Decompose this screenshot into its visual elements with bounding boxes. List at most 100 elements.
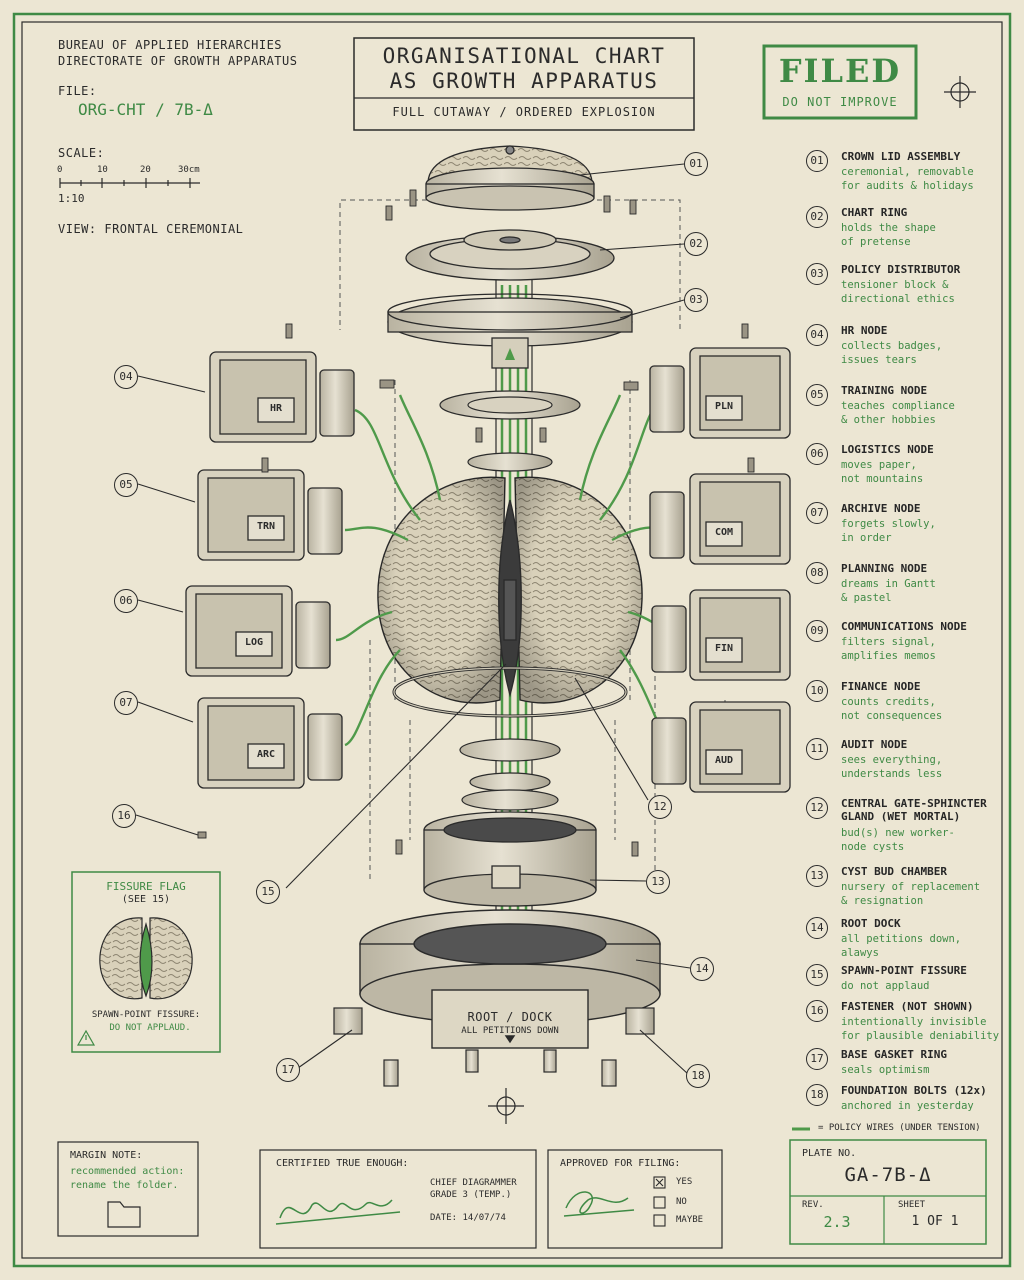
approval-checkboxes	[653, 1176, 666, 1227]
crosshair-top-right-icon	[944, 76, 976, 108]
legend-description: intentionally invisible for plausible de…	[841, 1016, 1000, 1042]
legend-description: anchored in yesterday	[841, 1100, 974, 1112]
legend-number: 16	[806, 1000, 828, 1022]
chart-ring	[405, 229, 615, 281]
view-label: VIEW: FRONTAL CEREMONIAL	[58, 222, 244, 236]
legend-number: 15	[806, 964, 828, 986]
legend-description: ceremonial, removable for audits & holid…	[841, 166, 974, 192]
callout-07: 07	[114, 691, 138, 715]
legend-title: TRAINING NODE	[841, 384, 928, 397]
callout-18: 18	[686, 1064, 710, 1088]
legend-number: 10	[806, 680, 828, 702]
legend-description: seals optimism	[841, 1064, 930, 1076]
legend-number: 11	[806, 738, 828, 760]
legend-title: FOUNDATION BOLTS (12x)	[841, 1084, 987, 1097]
legend-title: BASE GASKET RING	[841, 1048, 947, 1061]
dock-label: ROOT / DOCK	[467, 1010, 553, 1024]
left-node-cabinets	[185, 351, 355, 789]
legend-title: COMMUNICATIONS NODE	[841, 620, 967, 633]
legend-description: nursery of replacement & resignation	[841, 881, 981, 907]
legend-number: 02	[806, 206, 828, 228]
legend-title: PLANNING NODE	[841, 562, 928, 575]
shaft-rings	[439, 390, 581, 811]
fissure-inset-warning: DO NOT APPLAUD.	[109, 1023, 191, 1033]
scale-tick-0: 0	[57, 165, 63, 175]
policy-distributor	[387, 293, 633, 369]
cyst-bud-chamber	[423, 811, 597, 907]
bureau-name: BUREAU OF APPLIED HIERARCHIES	[58, 38, 283, 52]
callout-06: 06	[114, 589, 138, 613]
revision-label: REV.	[802, 1200, 824, 1210]
legend-title: AUDIT NODE	[841, 738, 908, 751]
filed-stamp: FILED	[778, 52, 902, 90]
legend-description: tensioner block & directional ethics	[841, 279, 955, 305]
fissure-inset-subtitle: (SEE 15)	[121, 894, 171, 905]
legend-title: LOGISTICS NODE	[841, 443, 934, 456]
legend-description: all petitions down, alawys	[841, 933, 962, 959]
fissure-inset-drawing	[71, 871, 221, 1053]
legend-number: 13	[806, 865, 828, 887]
legend-number: 09	[806, 620, 828, 642]
node-label-fin: FIN	[714, 643, 734, 654]
node-label-pln: PLN	[714, 401, 734, 412]
legend-number: 05	[806, 384, 828, 406]
legend-description: teaches compliance & other hobbies	[841, 400, 955, 426]
legend-description: dreams in Gantt & pastel	[841, 578, 936, 604]
legend-description: moves paper, not mountains	[841, 459, 924, 485]
outer-border	[12, 12, 1012, 1268]
legend-title: CYST BUD CHAMBER	[841, 865, 947, 878]
callout-01: 01	[684, 152, 708, 176]
chart-title-line1: ORGANISATIONAL CHART	[382, 44, 666, 68]
crown-lid-assembly	[425, 145, 595, 211]
legend-description: forgets slowly, in order	[841, 518, 936, 544]
callout-17: 17	[276, 1058, 300, 1082]
legend-title: POLICY DISTRIBUTOR	[841, 263, 961, 276]
approval-option-yes[interactable]: YES	[676, 1177, 693, 1187]
legend-description: counts credits, not consequences	[841, 696, 943, 722]
filed-stamp-sub: DO NOT IMPROVE	[782, 95, 898, 109]
plate-label: PLATE NO.	[802, 1148, 857, 1159]
approval-option-no[interactable]: NO	[676, 1197, 687, 1207]
callout-03: 03	[684, 288, 708, 312]
legend-title: CENTRAL GATE-SPHINCTER GLAND (WET MORTAL…	[841, 797, 987, 823]
node-label-trn: TRN	[256, 521, 276, 532]
legend-title: FINANCE NODE	[841, 680, 921, 693]
sheet-label: SHEET	[898, 1200, 926, 1210]
wire-key-label: = POLICY WIRES (UNDER TENSION)	[818, 1123, 981, 1133]
node-label-com: COM	[714, 527, 734, 538]
callout-15: 15	[256, 880, 280, 904]
node-label-aud: AUD	[714, 755, 734, 766]
legend-number: 04	[806, 324, 828, 346]
legend-description: do not applaud	[841, 980, 930, 992]
chart-subtitle: FULL CUTAWAY / ORDERED EXPLOSION	[392, 105, 656, 119]
scale-ratio: 1:10	[58, 192, 85, 205]
legend-title: ARCHIVE NODE	[841, 502, 921, 515]
right-node-cabinets	[649, 347, 791, 793]
legend-description: holds the shape of pretense	[841, 222, 936, 248]
legend-number: 06	[806, 443, 828, 465]
legend-description: filters signal, amplifies memos	[841, 636, 936, 662]
legend-number: 03	[806, 263, 828, 285]
approval-label: APPROVED FOR FILING:	[560, 1158, 681, 1169]
legend-title: SPAWN-POINT FISSURE	[841, 964, 967, 977]
certified-role1: CHIEF DIAGRAMMER	[430, 1178, 517, 1188]
callout-16: 16	[112, 804, 136, 828]
callout-14: 14	[690, 957, 714, 981]
legend-number: 12	[806, 797, 828, 819]
file-value: ORG-CHT / 7B-Δ	[78, 100, 213, 119]
scale-tick-30: 30cm	[178, 165, 200, 175]
legend-description: sees everything, understands less	[841, 754, 943, 780]
callout-05: 05	[114, 473, 138, 497]
legend-description: collects badges, issues tears	[841, 340, 943, 366]
scale-bar	[59, 178, 200, 188]
legend-title: FASTENER (NOT SHOWN)	[841, 1000, 974, 1013]
base-feet	[333, 1007, 655, 1087]
legend-title: CHART RING	[841, 206, 908, 219]
sheet-value: 1 OF 1	[911, 1214, 959, 1229]
legend-number: 07	[806, 502, 828, 524]
signature-approver	[563, 1191, 635, 1217]
chart-title-line2: AS GROWTH APPARATUS	[389, 69, 659, 93]
approval-option-maybe[interactable]: MAYBE	[676, 1215, 704, 1225]
